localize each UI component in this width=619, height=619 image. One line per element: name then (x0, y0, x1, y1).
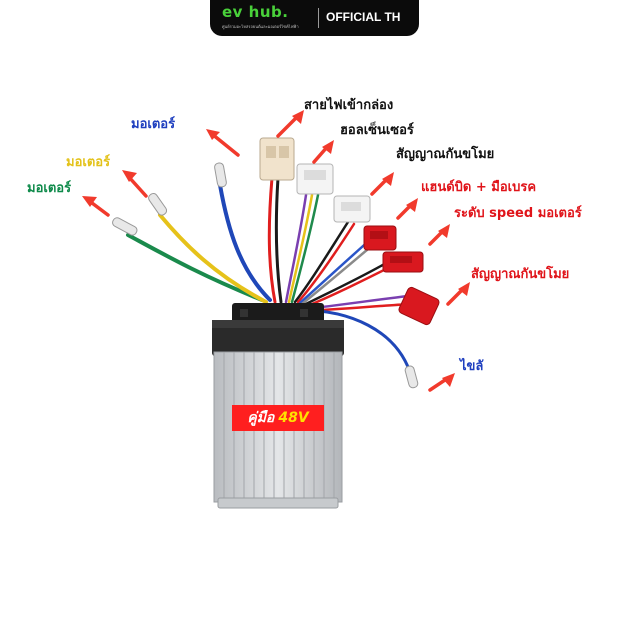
voltage-label: 48V (278, 410, 309, 426)
wire-red-power (267, 176, 277, 304)
terminal-yellow (148, 192, 168, 216)
box-top-cap (212, 320, 344, 356)
official-label: OFFICIAL TH (326, 10, 401, 24)
wire-black-power (274, 176, 283, 304)
wire-hall-3 (290, 193, 320, 304)
hall-connector (296, 163, 334, 195)
label-speed-level: ระดับ speed มอเตอร์ (454, 206, 582, 221)
arrow-icon (370, 172, 394, 196)
brand-banner: ev hub. ศูนย์รวมอะไหล่รถยนต์และมอเตอร์ไซ… (210, 0, 419, 36)
anti-theft-connector-2 (398, 286, 440, 326)
ev-hub-logo: ev hub. ศูนย์รวมอะไหล่รถยนต์และมอเตอร์ไซ… (222, 3, 308, 31)
wire-yellow (158, 213, 268, 304)
arrow-icon (206, 129, 240, 157)
speed-connector (382, 251, 424, 273)
terminal-key (404, 365, 419, 389)
box-top-bracket (232, 303, 324, 323)
manual-label: คู่มือ (247, 410, 275, 426)
arrow-icon (428, 224, 450, 246)
anti-theft-connector (333, 195, 371, 223)
banner-divider (318, 8, 319, 28)
wire-blue-motor (218, 183, 272, 302)
arrow-icon (446, 282, 470, 306)
terminal-blue (214, 162, 227, 188)
label-power-box: สายไฟเข้ากล่อง (304, 98, 394, 113)
throttle-connector (363, 225, 397, 251)
wire-throttle-2 (300, 242, 376, 306)
label-motor-green: มอเตอร์ (27, 181, 72, 196)
box-bottom (217, 497, 339, 509)
arrow-icon (276, 110, 304, 138)
wire-theft-1 (293, 220, 350, 304)
wire-terminals (112, 162, 419, 389)
wire-speed-1 (302, 260, 390, 307)
arrow-icon (428, 373, 455, 392)
arrow-icon (122, 170, 148, 198)
brand-tagline: ศูนย์รวมอะไหล่รถยนต์และมอเตอร์ไซค์ไฟฟ้า (222, 24, 299, 29)
arrow-icon (82, 196, 110, 217)
connectors (259, 137, 440, 326)
label-key: ไขลั (460, 359, 484, 374)
brand-name: ev hub. (222, 3, 289, 21)
power-connector (259, 137, 295, 181)
label-motor-yellow: มอเตอร์ (66, 155, 111, 170)
label-hall-sensor: ฮอลเซ็นเซอร์ (340, 123, 414, 138)
wire-hall-1 (284, 193, 308, 304)
manual-48v-plate: คู่มือ 48V (232, 405, 324, 431)
wire-theft-2 (296, 222, 356, 304)
wire-green (126, 233, 264, 302)
label-anti-theft: สัญญาณกันขโมย (396, 147, 495, 162)
annotation-arrows (82, 110, 470, 392)
wire-hall-2 (287, 193, 314, 304)
arrow-icon (312, 140, 334, 164)
terminal-green (112, 217, 138, 236)
label-anti-theft-2: สัญญาณกันขโมย (471, 267, 570, 282)
label-motor-blue: มอเตอร์ (131, 117, 176, 132)
label-throttle-brake: แฮนด์บิด + มือเบรค (421, 180, 537, 195)
arrow-icon (396, 198, 418, 220)
